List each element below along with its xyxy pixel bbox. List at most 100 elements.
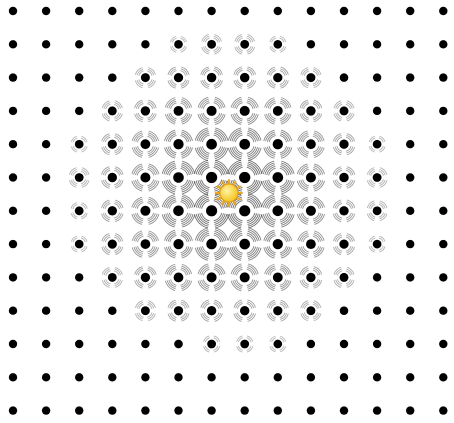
- grid-dot: [141, 73, 150, 82]
- grid-dot: [108, 206, 117, 215]
- grid-dot: [307, 7, 315, 15]
- grid-dot: [373, 73, 381, 81]
- grid-dot: [273, 73, 282, 82]
- grid-dot: [108, 373, 116, 381]
- grid-dot: [306, 139, 316, 149]
- grid-dot: [306, 73, 315, 82]
- grid-dot: [274, 7, 282, 15]
- grid-dot: [272, 205, 283, 216]
- grid-dot: [9, 73, 17, 81]
- grid-dot: [307, 406, 315, 414]
- grid-dot: [307, 40, 315, 48]
- grid-dot: [307, 340, 315, 348]
- grid-dot: [272, 172, 283, 183]
- grid-dot: [373, 406, 381, 414]
- grid-dot: [273, 239, 283, 249]
- grid-dot: [406, 373, 414, 381]
- grid-dot: [75, 73, 83, 81]
- grid-dot: [141, 239, 151, 249]
- grid-dot: [439, 107, 447, 115]
- grid-dot: [173, 172, 184, 183]
- grid-dot: [141, 106, 150, 115]
- grid-dot: [406, 140, 414, 148]
- sun-core: [220, 184, 238, 202]
- grid-dot: [306, 273, 315, 282]
- grid-dot: [174, 106, 184, 116]
- grid-dot: [9, 40, 17, 48]
- grid-dot: [339, 173, 348, 182]
- grid-dot: [439, 207, 447, 215]
- grid-dot: [207, 373, 215, 381]
- grid-dot: [240, 306, 249, 315]
- grid-dot: [9, 340, 17, 348]
- grid-dot: [206, 172, 217, 183]
- grid-dot: [241, 373, 249, 381]
- grid-dot: [173, 239, 183, 249]
- grid-dot: [9, 7, 17, 15]
- grid-dot: [141, 7, 149, 15]
- grid-dot: [406, 240, 414, 248]
- grid-dot: [373, 240, 382, 249]
- grid-dot: [42, 307, 50, 315]
- grid-dot: [75, 273, 83, 281]
- grid-dot: [140, 172, 150, 182]
- grid-dot: [108, 40, 116, 48]
- grid-dot: [439, 7, 447, 15]
- grid-dot: [439, 140, 447, 148]
- grid-dot: [9, 240, 17, 248]
- grid-dot: [306, 106, 315, 115]
- grid-dot: [9, 207, 17, 215]
- grid-dot: [439, 307, 447, 315]
- grid-dot: [373, 107, 381, 115]
- grid-dot: [340, 40, 348, 48]
- grid-dot: [373, 340, 381, 348]
- grid-dot: [439, 406, 447, 414]
- grid-dot: [339, 140, 348, 149]
- grid-dot: [239, 239, 250, 250]
- grid-dot: [439, 73, 447, 81]
- grid-dot: [340, 306, 349, 315]
- grid-dot: [207, 272, 217, 282]
- grid-dot: [239, 172, 250, 183]
- grid-dot: [307, 373, 315, 381]
- grid-dot: [406, 107, 414, 115]
- grid-dot: [240, 340, 249, 349]
- grid-dot: [206, 239, 217, 250]
- grid-dot: [306, 306, 315, 315]
- grid-dot: [340, 373, 348, 381]
- grid-dot: [373, 206, 382, 215]
- grid-dot: [42, 73, 50, 81]
- grid-dot: [42, 40, 50, 48]
- grid-dot: [75, 373, 83, 381]
- grid-dot: [273, 40, 282, 49]
- grid-dot: [141, 373, 149, 381]
- grid-dot: [373, 307, 381, 315]
- grid-dot: [140, 206, 150, 216]
- grid-dot: [9, 307, 17, 315]
- grid-dot: [75, 206, 84, 215]
- grid-dot: [207, 406, 215, 414]
- grid-dot: [141, 40, 149, 48]
- grid-dot: [373, 40, 381, 48]
- grid-dot: [9, 273, 17, 281]
- grid-dot: [340, 106, 349, 115]
- grid-dot: [75, 7, 83, 15]
- grid-dot: [9, 373, 17, 381]
- grid-dot: [174, 306, 183, 315]
- grid-dot: [240, 40, 249, 49]
- grid-dot: [339, 239, 348, 248]
- grid-dot: [108, 306, 117, 315]
- grid-dot: [273, 106, 283, 116]
- grid-dot: [406, 273, 414, 281]
- grid-dot: [439, 273, 447, 281]
- grid-dot: [273, 273, 283, 283]
- grid-dot: [9, 173, 17, 181]
- grid-dot: [141, 340, 149, 348]
- grid-dot: [273, 306, 282, 315]
- grid-dot: [207, 40, 216, 49]
- grid-dot: [406, 40, 414, 48]
- grid-dot: [42, 406, 50, 414]
- grid-dot: [406, 207, 414, 215]
- grid-dot: [42, 207, 50, 215]
